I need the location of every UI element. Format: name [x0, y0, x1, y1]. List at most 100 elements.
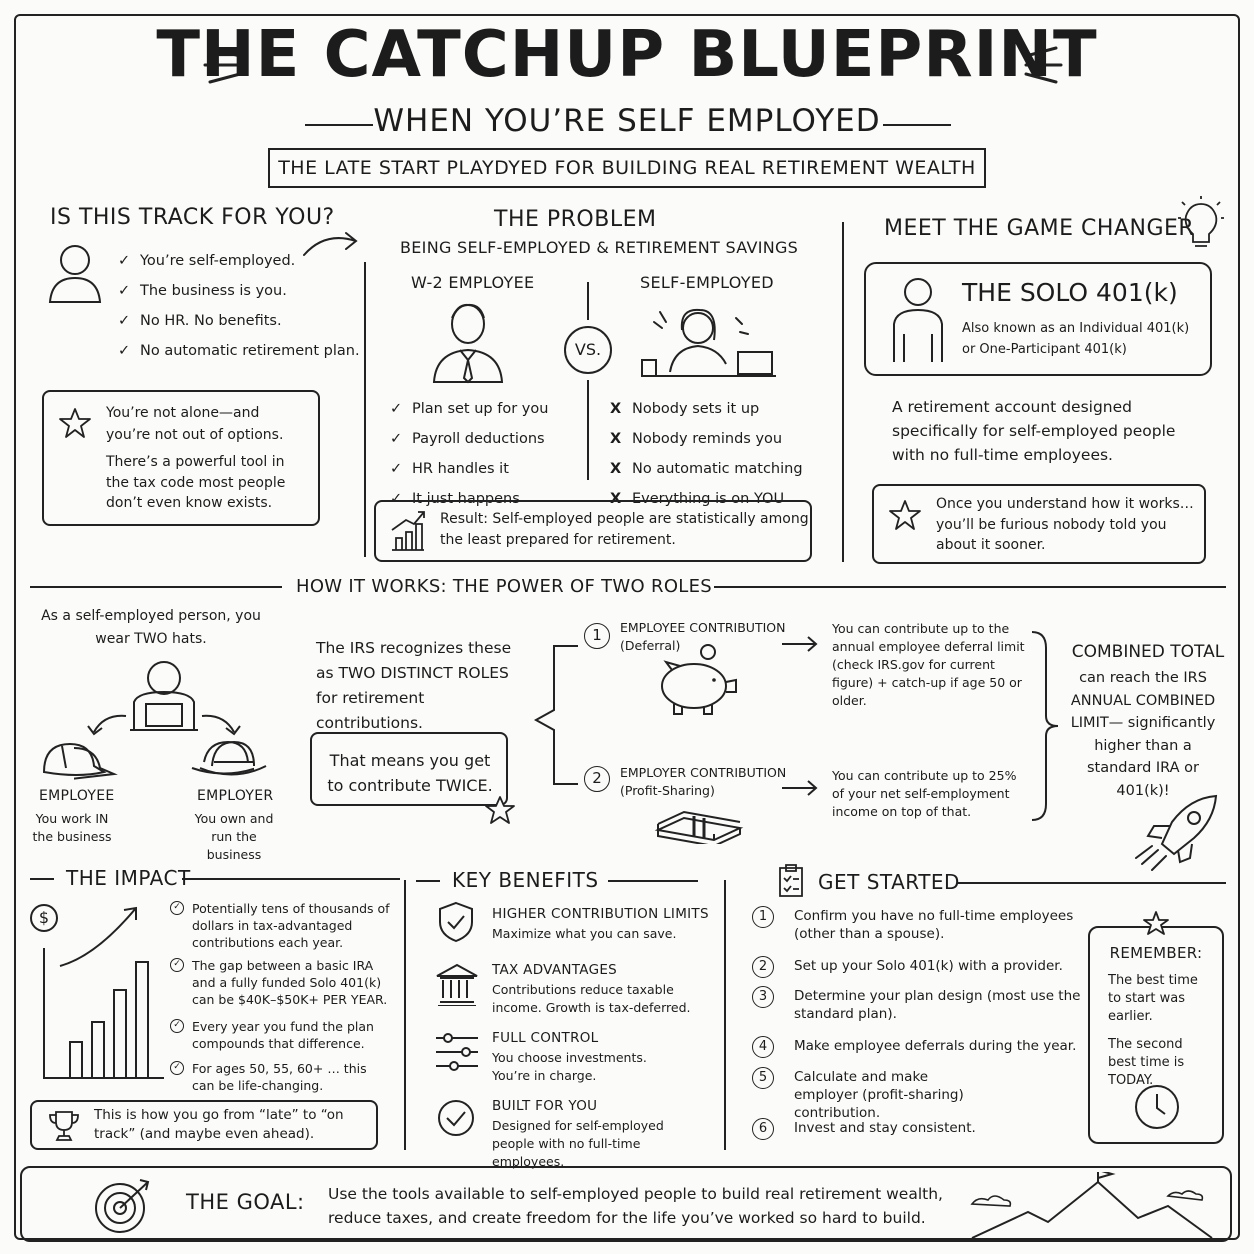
check-circle-icon: ✓ — [170, 901, 184, 915]
list-item: ✓The business is you. — [118, 276, 360, 306]
how-heading: HOW IT WORKS: THE POWER OF TWO ROLES — [296, 576, 713, 597]
solo401k-title: THE SOLO 401(k) — [962, 278, 1178, 307]
dollar-icon: $ — [30, 904, 58, 932]
stressed-worker-icon — [641, 308, 776, 377]
remember-box: REMEMBER: The best time to start was ear… — [1088, 926, 1224, 1144]
bar-chart-icon — [391, 511, 425, 551]
cap-icon — [42, 742, 107, 776]
c2-desc: You can contribute up to 25% of your net… — [832, 768, 1017, 819]
c1-desc: You can contribute up to the annual empl… — [832, 621, 1025, 708]
divider — [30, 878, 54, 880]
w2-label: W-2 EMPLOYEE — [411, 273, 535, 292]
list-item: ✓Plan set up for you — [390, 394, 548, 424]
step-number: 1 — [584, 623, 610, 649]
goal-label: THE GOAL: — [186, 1190, 305, 1214]
divider — [587, 380, 589, 480]
benefits-heading: KEY BENEFITS — [452, 868, 599, 892]
list-item: FULL CONTROL You choose investments. You… — [492, 1030, 647, 1083]
two-hats-text: As a self-employed person, you wear TWO … — [41, 608, 261, 647]
lightbulb-icon — [1178, 196, 1224, 247]
employer-hat-label: EMPLOYER — [197, 788, 274, 804]
encouragement-box: You’re not alone—and you’re not out of o… — [42, 390, 320, 526]
employee-icon — [432, 303, 504, 384]
w2-list: ✓Plan set up for you ✓Payroll deductions… — [390, 394, 548, 514]
divider — [30, 586, 282, 588]
check-icon: ✓ — [118, 343, 131, 359]
impact-heading: THE IMPACT — [66, 866, 191, 890]
check-icon: ✓ — [390, 401, 403, 417]
vs-badge: VS. — [564, 326, 612, 374]
bracket-icon — [533, 645, 578, 785]
combined-title: COMBINED TOTAL — [1071, 642, 1225, 662]
c2-title: EMPLOYER CONTRIBUTION — [620, 765, 787, 780]
c1-sub: (Deferral) — [620, 638, 681, 653]
list-item: HIGHER CONTRIBUTION LIMITS Maximize what… — [492, 906, 709, 941]
remember-title: REMEMBER: — [1109, 944, 1203, 962]
list-item: ✓Payroll deductions — [390, 424, 548, 454]
remember-text-1: The best time to start was earlier. — [1108, 973, 1198, 1024]
check-icon: ✓ — [390, 461, 403, 477]
list-item: ✓No automatic retirement plan. — [118, 336, 360, 366]
check-icon: ✓ — [118, 283, 131, 299]
emphasis-lines-left-icon — [203, 46, 242, 84]
employee-hat-label: EMPLOYEE — [39, 788, 115, 804]
goal-text: Use the tools available to self-employed… — [328, 1185, 943, 1227]
benefits-list: HIGHER CONTRIBUTION LIMITS Maximize what… — [492, 906, 712, 1169]
x-icon: X — [610, 461, 622, 477]
result-text: Result: Self-employed people are statist… — [440, 511, 809, 548]
impact-note-text: This is how you go from “late” to “on tr… — [94, 1107, 344, 1142]
trophy-icon — [49, 1111, 79, 1141]
changer-note-box: Once you understand how it works… you’ll… — [872, 484, 1206, 564]
banner: THE LATE START PLAYDYED FOR BUILDING REA… — [268, 148, 986, 188]
list-item: BUILT FOR YOU Designed for self-employed… — [492, 1098, 664, 1169]
target-icon — [95, 1179, 150, 1233]
clipboard-icon — [779, 864, 803, 897]
divider — [416, 880, 440, 882]
step-number: 2 — [584, 766, 610, 792]
closing-bracket-icon — [1031, 631, 1059, 821]
check-circle-icon — [438, 1100, 474, 1136]
list-item: ✓It just happens — [390, 484, 548, 514]
check-icon: ✓ — [390, 431, 403, 447]
list-item: ✓You’re self-employed. — [118, 246, 360, 276]
arrow-icon — [303, 232, 358, 256]
changer-heading: MEET THE GAME CHANGER — [884, 216, 1195, 241]
divider — [608, 880, 698, 882]
contribute-twice-box: That means you get to contribute TWICE. — [310, 732, 508, 806]
list-item: ✓No HR. No benefits. — [118, 306, 360, 336]
check-icon: ✓ — [390, 491, 403, 507]
cash-stack-icon — [654, 810, 744, 844]
problem-subheading: BEING SELF-EMPLOYED & RETIREMENT SAVINGS — [400, 238, 799, 257]
track-heading: IS THIS TRACK FOR YOU? — [50, 205, 335, 230]
x-icon: X — [610, 401, 622, 417]
person-icon — [48, 245, 102, 303]
check-icon: ✓ — [118, 253, 131, 269]
solo401k-card: THE SOLO 401(k) Also known as an Individ… — [864, 262, 1212, 376]
mountain-flag-icon — [970, 1172, 1213, 1239]
list-item: TAX ADVANTAGES Contributions reduce taxa… — [492, 962, 691, 1015]
subtitle-rule-right — [883, 124, 951, 126]
page-title: THE CATCHUP BLUEPRINT — [156, 18, 1098, 92]
result-box: Result: Self-employed people are statist… — [374, 500, 812, 562]
star-icon — [1143, 911, 1169, 935]
page-frame — [14, 14, 1240, 1240]
rocket-icon — [1135, 794, 1218, 871]
problem-heading: THE PROBLEM — [494, 207, 657, 232]
combined-desc: can reach the IRS ANNUAL COMBINED LIMIT—… — [1070, 670, 1216, 799]
emphasis-lines-right-icon — [1024, 46, 1063, 84]
divider — [958, 882, 1226, 884]
c2-sub: (Profit-Sharing) — [620, 783, 715, 798]
start-heading: GET STARTED — [818, 870, 960, 894]
divider — [724, 880, 726, 1150]
irs-roles-text: The IRS recognizes these as TWO DISTINCT… — [316, 639, 512, 732]
impact-note-box: This is how you go from “late” to “on tr… — [30, 1100, 378, 1150]
employer-hat-desc: You own and run the business — [194, 811, 274, 862]
